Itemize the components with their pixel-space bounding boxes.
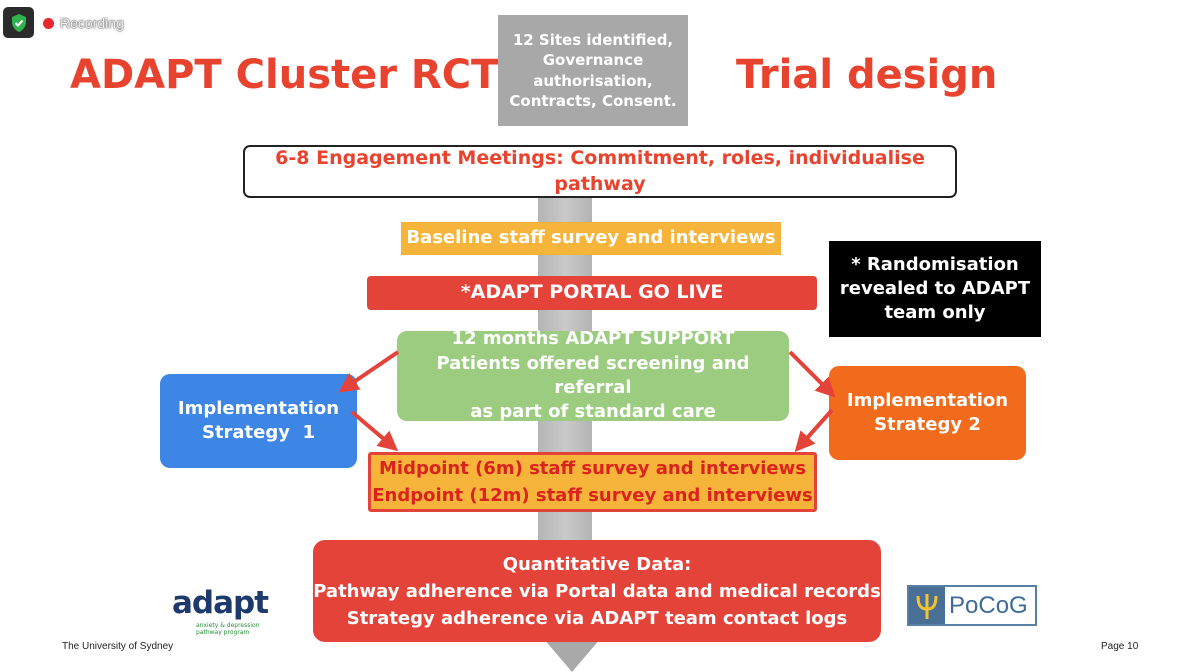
adapt-logo-tagline: anxiety & depression pathway program bbox=[196, 622, 266, 636]
slide-title: ADAPT Cluster RCT bbox=[70, 52, 499, 98]
strategy-1-box: Implementation Strategy 1 bbox=[160, 374, 357, 468]
strategy-1-line: Implementation bbox=[177, 397, 340, 419]
quantitative-line: Pathway adherence via Portal data and me… bbox=[313, 580, 881, 602]
sites-line: authorisation, bbox=[533, 71, 653, 90]
midpoint-endpoint-box: Midpoint (6m) staff survey and interview… bbox=[368, 452, 817, 512]
arrow-strategy1-to-midpoint bbox=[350, 410, 399, 452]
support-line: Patients offered screening and referral bbox=[436, 352, 750, 398]
recording-label: Recording bbox=[60, 15, 124, 31]
sites-line: Contracts, Consent. bbox=[509, 91, 677, 110]
psi-icon bbox=[909, 587, 945, 624]
security-shield-button[interactable] bbox=[3, 7, 34, 38]
pocog-logo: PoCoG bbox=[907, 585, 1037, 626]
adapt-tagline-line: anxiety & depression bbox=[196, 622, 260, 629]
support-line: as part of standard care bbox=[470, 401, 716, 423]
footer-page-number: Page 10 bbox=[1101, 641, 1139, 652]
endpoint-line: Endpoint (12m) staff survey and intervie… bbox=[372, 485, 813, 506]
shield-check-icon bbox=[11, 13, 26, 32]
quantitative-data-box: Quantitative Data: Pathway adherence via… bbox=[313, 540, 881, 642]
baseline-box: Baseline staff survey and interviews bbox=[401, 222, 781, 255]
randomisation-line: revealed to ADAPT bbox=[839, 277, 1031, 299]
quantitative-line: Quantitative Data: bbox=[502, 553, 692, 575]
slide-subtitle: Trial design bbox=[736, 52, 998, 98]
adapt-logo: adapt anxiety & depression pathway progr… bbox=[172, 585, 280, 636]
strategy-2-line: Strategy 2 bbox=[874, 414, 981, 435]
sites-line: Governance bbox=[542, 51, 644, 70]
adapt-tagline-line: pathway program bbox=[196, 629, 250, 636]
sites-box: 12 Sites identified, Governance authoris… bbox=[498, 15, 688, 126]
support-line: 12 months ADAPT SUPPORT bbox=[451, 328, 735, 350]
quantitative-line: Strategy adherence via ADAPT team contac… bbox=[346, 607, 848, 629]
portal-go-live-box: *ADAPT PORTAL GO LIVE bbox=[367, 276, 817, 310]
recording-dot-icon bbox=[43, 17, 54, 29]
engagement-text: 6-8 Engagement Meetings: Commitment, rol… bbox=[275, 146, 925, 195]
strategy-2-box: Implementation Strategy 2 bbox=[829, 366, 1026, 460]
sites-line: 12 Sites identified, bbox=[512, 31, 674, 49]
midpoint-line: Midpoint (6m) staff survey and interview… bbox=[379, 458, 806, 479]
strategy-2-line: Implementation bbox=[846, 389, 1009, 411]
portal-text: *ADAPT PORTAL GO LIVE bbox=[460, 281, 724, 304]
arrow-support-to-strategy2 bbox=[788, 350, 836, 398]
randomisation-box: * Randomisation revealed to ADAPT team o… bbox=[829, 241, 1041, 337]
randomisation-line: * Randomisation bbox=[851, 253, 1019, 275]
footer-university: The University of Sydney bbox=[62, 641, 174, 652]
recording-indicator: Recording bbox=[43, 13, 124, 33]
adapt-logo-word: adapt bbox=[172, 585, 269, 621]
arrow-strategy2-to-midpoint bbox=[794, 408, 834, 452]
pocog-label: PoCoG bbox=[949, 591, 1028, 619]
engagement-box: 6-8 Engagement Meetings: Commitment, rol… bbox=[243, 145, 957, 198]
support-box: 12 months ADAPT SUPPORT Patients offered… bbox=[397, 328, 789, 423]
randomisation-line: team only bbox=[884, 302, 986, 324]
strategy-1-line: Strategy 1 bbox=[201, 422, 316, 443]
baseline-text: Baseline staff survey and interviews bbox=[406, 227, 776, 249]
